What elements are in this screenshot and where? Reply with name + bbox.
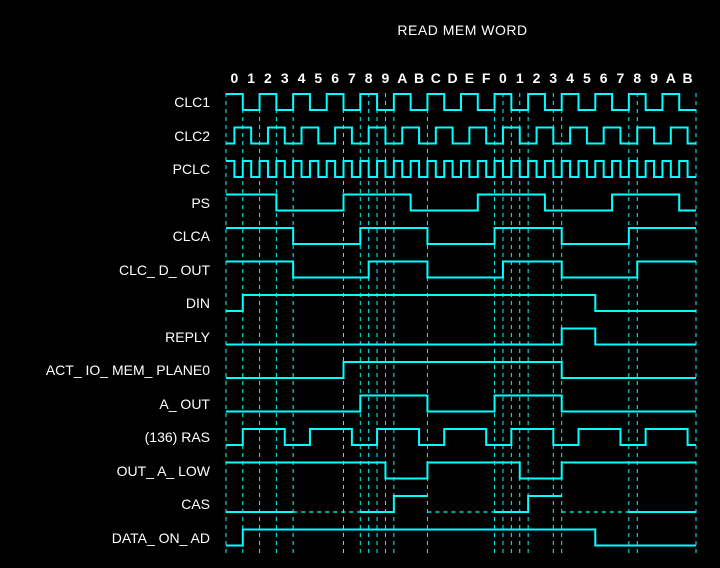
signal-waveform xyxy=(226,160,696,178)
signal-trace xyxy=(226,528,696,547)
signal-label: PS xyxy=(191,194,210,211)
time-tick-label: 3 xyxy=(280,70,289,86)
signal-trace xyxy=(226,361,696,379)
signal-trace xyxy=(226,93,696,111)
signal-waveform xyxy=(226,428,696,446)
time-tick-label: 6 xyxy=(599,70,608,86)
time-tick-label: E xyxy=(464,70,475,86)
time-tick-label: 7 xyxy=(616,70,625,86)
time-tick-label: 4 xyxy=(566,70,574,86)
time-tick-label: 2 xyxy=(264,70,272,86)
signal-label: ACT_ IO_ MEM_ PLANE0 xyxy=(45,362,210,378)
signal-trace xyxy=(226,428,696,446)
time-tick-label: 6 xyxy=(331,70,339,86)
time-tick-label: 8 xyxy=(633,70,642,86)
signal-label: CAS xyxy=(181,496,210,512)
signal-label: OUT_ A_ LOW xyxy=(116,462,210,479)
signal-label: PCLC xyxy=(172,161,210,177)
signal-waveform xyxy=(226,193,696,212)
signal-trace xyxy=(226,461,696,480)
time-tick-label: A xyxy=(665,70,676,86)
time-tick-label: D xyxy=(447,70,458,86)
time-tick-label: 2 xyxy=(532,70,541,86)
signal-label: REPLY xyxy=(165,328,210,345)
signal-waveform xyxy=(226,495,696,513)
time-tick-label: 1 xyxy=(247,70,256,86)
signal-waveform xyxy=(226,394,696,413)
signal-label: CLC_ D_ OUT xyxy=(118,261,210,278)
signal-label: (136) RAS xyxy=(144,429,210,445)
signal-waveform xyxy=(226,294,696,312)
time-tick-label: 0 xyxy=(499,70,507,86)
time-tick-label: 0 xyxy=(230,70,239,86)
signal-trace xyxy=(226,495,696,513)
signal-waveform xyxy=(226,327,696,346)
time-tick-label: 9 xyxy=(650,70,658,86)
signal-label: DATA_ ON_ AD xyxy=(111,529,210,546)
signal-waveform xyxy=(226,126,696,145)
time-tick-label: F xyxy=(481,70,491,86)
signal-trace xyxy=(226,327,696,346)
signal-trace xyxy=(226,394,696,413)
time-tick-label: 1 xyxy=(515,70,524,86)
time-tick-label: B xyxy=(682,70,693,86)
signal-waveform xyxy=(226,93,696,111)
signal-waveform xyxy=(226,361,696,379)
signal-trace xyxy=(226,227,696,245)
time-tick-label: A xyxy=(397,70,408,86)
signal-trace xyxy=(226,260,696,279)
signal-waveform xyxy=(226,461,696,480)
signal-trace xyxy=(226,294,696,312)
signal-waveform xyxy=(226,227,696,245)
signal-trace xyxy=(226,160,696,178)
signal-label: DIN xyxy=(185,295,210,311)
signal-waveform xyxy=(226,528,696,547)
signal-label: CLCA xyxy=(172,228,210,244)
signal-label: CLC2 xyxy=(174,127,210,144)
time-tick-label: 5 xyxy=(314,70,323,86)
time-tick-label: 4 xyxy=(297,70,306,86)
time-tick-label: B xyxy=(413,70,425,86)
time-tick-label: C xyxy=(430,70,441,86)
time-tick-label: 5 xyxy=(582,70,591,86)
diagram-title: READ MEM WORD xyxy=(397,22,528,38)
signal-trace xyxy=(226,126,696,145)
signal-label: A_ OUT xyxy=(159,395,210,412)
signal-waveform xyxy=(226,260,696,279)
signal-trace xyxy=(226,193,696,212)
time-tick-label: 9 xyxy=(381,70,390,86)
time-tick-label: 3 xyxy=(549,70,558,86)
time-tick-label: 7 xyxy=(347,70,356,86)
time-tick-label: 8 xyxy=(364,70,373,86)
signal-label: CLC1 xyxy=(174,94,210,110)
